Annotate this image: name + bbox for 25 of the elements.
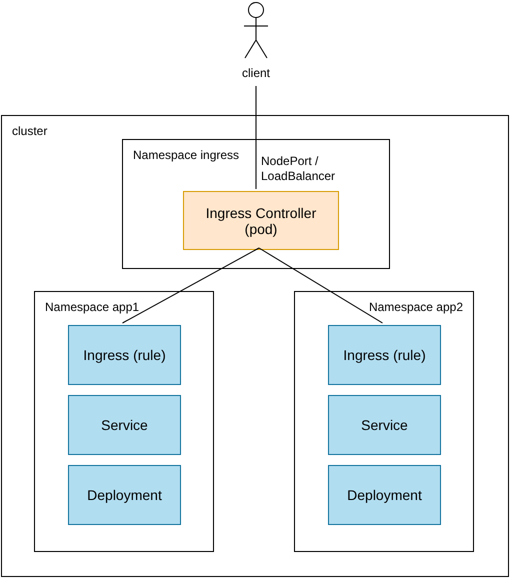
frame-title: cluster xyxy=(12,124,48,138)
resource-box xyxy=(328,395,441,455)
resource-box xyxy=(328,325,441,385)
resource-box xyxy=(68,465,181,525)
resource-box xyxy=(68,395,181,455)
box-label: Service xyxy=(360,417,409,433)
box-label: Deployment xyxy=(346,487,423,503)
namespace-frame xyxy=(122,139,390,269)
box-label: Ingress Controller (pod) xyxy=(204,204,318,236)
box-label: Ingress (rule) xyxy=(342,347,427,363)
frame-title: Namespace ingress xyxy=(133,148,240,162)
namespace-frame xyxy=(1,115,509,577)
frame-title: Namespace app1 xyxy=(45,300,140,314)
namespace-frame xyxy=(34,291,214,552)
frame-title: Namespace app2 xyxy=(368,300,463,314)
resource-box xyxy=(68,325,181,385)
namespace-frame xyxy=(294,291,474,552)
resource-box xyxy=(328,465,441,525)
box-label: Deployment xyxy=(86,487,163,503)
box-label: Ingress (rule) xyxy=(82,347,167,363)
connector-line xyxy=(122,248,260,324)
box-label: Service xyxy=(100,417,149,433)
actor-label: client xyxy=(240,66,271,80)
connector-line xyxy=(258,248,383,324)
pod-box xyxy=(183,191,339,250)
